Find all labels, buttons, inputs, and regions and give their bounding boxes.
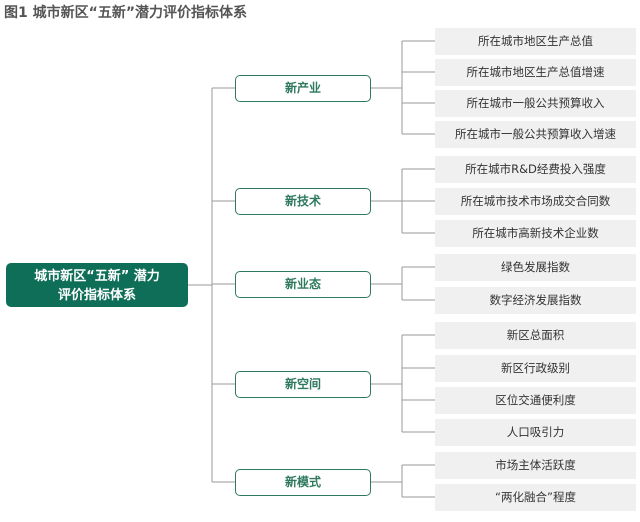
category-new-mode: 新模式: [235, 469, 371, 496]
indicator-box: 新区行政级别: [435, 355, 636, 382]
indicator-box: 区位交通便利度: [435, 387, 636, 414]
indicator-box: 所在城市一般公共预算收入增速: [435, 121, 636, 148]
indicator-box: 所在城市一般公共预算收入: [435, 90, 636, 117]
category-new-space: 新空间: [235, 371, 371, 398]
category-new-technology: 新技术: [235, 188, 371, 215]
figure-title: 图1 城市新区“五新”潜力评价指标体系: [4, 5, 248, 21]
indicator-box: 所在城市地区生产总值增速: [435, 59, 636, 86]
indicator-box: 所在城市地区生产总值: [435, 28, 636, 55]
root-node: 城市新区“五新” 潜力 评价指标体系: [6, 263, 188, 307]
indicator-box: “两化融合”程度: [435, 484, 636, 511]
root-label-line1: 城市新区“五新” 潜力: [34, 269, 160, 284]
indicator-box: 所在城市高新技术企业数: [435, 220, 636, 247]
indicator-box: 市场主体活跃度: [435, 452, 636, 479]
category-new-industry: 新产业: [235, 75, 371, 102]
root-label-line2: 评价指标体系: [57, 288, 136, 303]
indicator-box: 人口吸引力: [435, 419, 636, 446]
indicator-box: 新区总面积: [435, 322, 636, 349]
indicator-box: 数字经济发展指数: [435, 287, 636, 314]
indicator-box: 绿色发展指数: [435, 254, 636, 281]
category-new-format: 新业态: [235, 271, 371, 298]
indicator-box: 所在城市R&D经费投入强度: [435, 156, 636, 183]
indicator-box: 所在城市技术市场成交合同数: [435, 188, 636, 215]
